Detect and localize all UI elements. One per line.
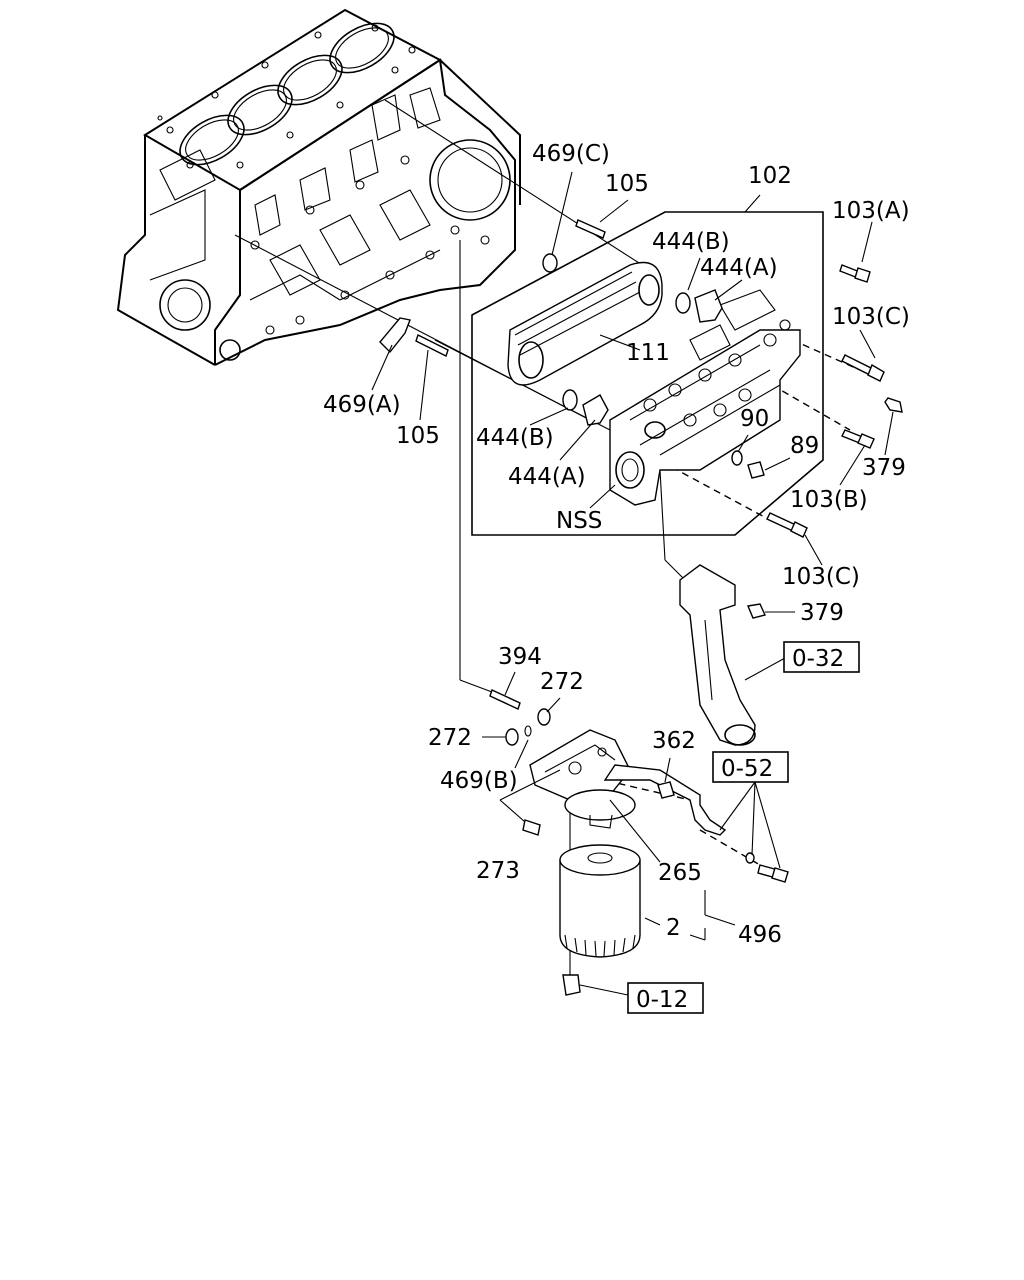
oil-pipe: [603, 764, 727, 836]
label-105-top: 105: [605, 171, 649, 197]
label-103b: 103(B): [790, 487, 868, 513]
oil-cooler-housing: [609, 289, 801, 506]
label-469a: 469(A): [323, 392, 401, 418]
label-379-top: 379: [862, 455, 906, 481]
label-2: 2: [666, 915, 681, 941]
label-272-left: 272: [428, 725, 472, 751]
label-362: 362: [652, 728, 696, 754]
leader-lines: [371, 171, 894, 996]
label-394: 394: [498, 644, 542, 670]
label-265: 265: [658, 860, 702, 886]
label-444b-top: 444(B): [652, 229, 730, 255]
label-444a-bot: 444(A): [508, 464, 586, 490]
label-90: 90: [740, 406, 769, 432]
label-103a: 103(A): [832, 198, 910, 224]
label-105-bot: 105: [396, 423, 440, 449]
ref-label-0-32: 0-32: [792, 646, 844, 672]
label-89: 89: [790, 433, 819, 459]
ref-box-0-52: [712, 751, 789, 783]
ref-label-0-52: 0-52: [721, 756, 773, 782]
label-nss: NSS: [556, 508, 602, 534]
label-273: 273: [476, 858, 520, 884]
ref-label-0-12: 0-12: [636, 987, 688, 1013]
ref-box-0-32: [783, 641, 860, 673]
ref-box-0-12: [627, 982, 704, 1014]
alignment-lines: [234, 99, 861, 975]
label-272-top: 272: [540, 669, 584, 695]
oil-filter-cartridge: [559, 844, 641, 958]
part-labels: 469(C) 105 102 103(A) 444(B) 444(A) 103(…: [323, 141, 910, 948]
oil-cooler-element: [507, 261, 663, 386]
label-379-bot: 379: [800, 600, 844, 626]
reference-boxes: 0-32 0-52 0-12: [627, 641, 860, 1014]
label-102: 102: [748, 163, 792, 189]
oil-filter-bracket: [529, 729, 636, 829]
label-444b-bot: 444(B): [476, 425, 554, 451]
fasteners: [379, 219, 903, 996]
label-103c-top: 103(C): [832, 304, 910, 330]
label-103c-bot: 103(C): [782, 564, 860, 590]
assembly-frame-102: [471, 211, 824, 536]
label-111: 111: [626, 340, 670, 366]
water-pipe: [679, 564, 756, 746]
label-469c: 469(C): [532, 141, 610, 167]
label-469b: 469(B): [440, 768, 518, 794]
label-496: 496: [738, 922, 782, 948]
label-444a-top: 444(A): [700, 255, 778, 281]
cylinder-block: [116, 8, 521, 366]
